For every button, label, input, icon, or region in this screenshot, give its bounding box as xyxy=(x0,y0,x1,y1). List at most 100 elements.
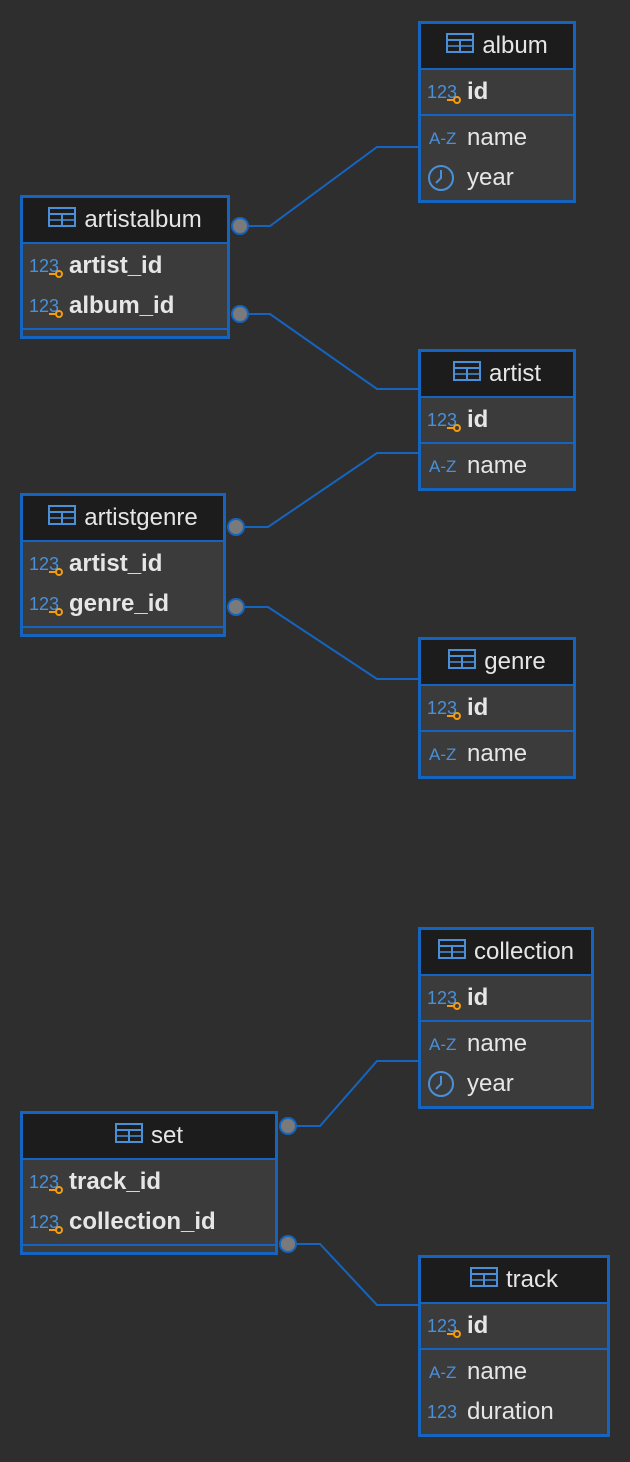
column-row[interactable]: year xyxy=(421,1064,591,1104)
svg-text:123: 123 xyxy=(427,698,457,718)
column-name: name xyxy=(467,124,528,151)
column-row[interactable]: A-Z name xyxy=(421,1352,607,1392)
numeric-key-icon: 123 xyxy=(427,78,465,106)
column-row[interactable]: 123 album_id xyxy=(23,286,227,326)
column-name: id xyxy=(467,406,489,433)
table-header[interactable]: album xyxy=(421,24,573,70)
table-artistalbum[interactable]: artistalbum 123 artist_id 123 album_id xyxy=(20,195,230,339)
column-name: id xyxy=(467,984,489,1011)
table-header[interactable]: set xyxy=(23,1114,275,1160)
svg-text:123: 123 xyxy=(29,1212,59,1232)
table-icon xyxy=(469,1266,498,1294)
numeric-key-icon: 123 xyxy=(427,694,465,722)
connector-artistalbum-album xyxy=(240,146,418,227)
table-header[interactable]: artistalbum xyxy=(23,198,227,244)
table-artist[interactable]: artist 123 id A-Z name xyxy=(418,349,576,491)
column-row[interactable]: 123 artist_id xyxy=(23,246,227,286)
table-header[interactable]: artist xyxy=(421,352,573,398)
column-row[interactable]: 123 id xyxy=(421,72,573,112)
table-title: artistgenre xyxy=(84,504,198,531)
column-name: name xyxy=(467,452,528,479)
table-set[interactable]: set 123 track_id 123 collection_id xyxy=(20,1111,278,1255)
column-name: name xyxy=(467,1358,528,1385)
numeric-key-icon: 123 xyxy=(29,292,67,320)
table-icon xyxy=(48,504,77,532)
column-row[interactable]: year xyxy=(421,158,573,198)
numeric-key-icon: 123 xyxy=(29,590,67,618)
column-row[interactable]: 123 track_id xyxy=(23,1162,275,1202)
connector-dot-artistalbum-1 xyxy=(231,217,249,235)
column-name: id xyxy=(467,78,489,105)
table-title: set xyxy=(150,1122,183,1149)
connector-set-collection xyxy=(288,1060,418,1127)
table-header[interactable]: artistgenre xyxy=(23,496,223,542)
column-name: year xyxy=(467,164,514,191)
column-name: artist_id xyxy=(69,550,163,577)
svg-text:123: 123 xyxy=(29,256,59,276)
connector-dot-set-1 xyxy=(279,1117,297,1135)
numeric-key-icon: 123 xyxy=(29,1168,67,1196)
table-title: artist xyxy=(488,360,541,387)
connector-dot-artistalbum-2 xyxy=(231,305,249,323)
text-icon: A-Z xyxy=(427,124,465,152)
column-name: artist_id xyxy=(69,252,163,279)
column-name: name xyxy=(467,1030,528,1057)
column-name: album_id xyxy=(69,292,175,319)
table-title: track xyxy=(505,1266,558,1293)
column-row[interactable]: 123 id xyxy=(421,688,573,728)
table-header[interactable]: track xyxy=(421,1258,607,1304)
column-row[interactable]: A-Z name xyxy=(421,734,573,774)
text-icon: A-Z xyxy=(427,452,465,480)
column-row[interactable]: 123 duration xyxy=(421,1392,607,1432)
connector-artistgenre-genre xyxy=(236,606,418,680)
column-row[interactable]: 123 genre_id xyxy=(23,584,223,624)
connector-artistalbum-artist xyxy=(240,313,418,390)
column-name: name xyxy=(467,740,528,767)
column-name: id xyxy=(467,1312,489,1339)
text-icon: A-Z xyxy=(427,1358,465,1386)
column-row[interactable]: 123 collection_id xyxy=(23,1202,275,1242)
column-row[interactable]: 123 id xyxy=(421,1306,607,1346)
table-icon xyxy=(48,206,77,234)
column-row[interactable]: A-Z name xyxy=(421,446,573,486)
table-artistgenre[interactable]: artistgenre 123 artist_id 123 genre_id xyxy=(20,493,226,637)
svg-text:A-Z: A-Z xyxy=(429,129,456,148)
table-header[interactable]: collection xyxy=(421,930,591,976)
table-title: album xyxy=(482,32,548,59)
svg-text:123: 123 xyxy=(29,594,59,614)
svg-text:123: 123 xyxy=(29,296,59,316)
table-album[interactable]: album 123 id A-Z name year xyxy=(418,21,576,203)
table-track[interactable]: track 123 id A-Z name 123 duration xyxy=(418,1255,610,1437)
connector-dot-set-2 xyxy=(279,1235,297,1253)
column-row[interactable]: A-Z name xyxy=(421,1024,591,1064)
svg-text:123: 123 xyxy=(427,410,457,430)
svg-text:123: 123 xyxy=(427,1316,457,1336)
table-icon xyxy=(446,32,475,60)
column-name: genre_id xyxy=(69,590,170,617)
column-row[interactable]: 123 artist_id xyxy=(23,544,223,584)
svg-text:A-Z: A-Z xyxy=(429,1363,456,1382)
text-icon: A-Z xyxy=(427,1030,465,1058)
table-icon xyxy=(448,648,477,676)
numeric-key-icon: 123 xyxy=(427,1312,465,1340)
column-row[interactable]: 123 id xyxy=(421,400,573,440)
svg-text:123: 123 xyxy=(29,1172,59,1192)
connector-dot-artistgenre-2 xyxy=(227,598,245,616)
svg-text:A-Z: A-Z xyxy=(429,1035,456,1054)
clock-icon xyxy=(427,1070,465,1098)
svg-text:123: 123 xyxy=(427,82,457,102)
svg-text:A-Z: A-Z xyxy=(429,457,456,476)
connector-artistgenre-artist xyxy=(236,452,418,528)
svg-text:123: 123 xyxy=(427,1402,457,1422)
column-row[interactable]: 123 id xyxy=(421,978,591,1018)
numeric-key-icon: 123 xyxy=(427,406,465,434)
svg-text:123: 123 xyxy=(29,554,59,574)
table-title: genre xyxy=(484,648,546,675)
column-row[interactable]: A-Z name xyxy=(421,118,573,158)
table-header[interactable]: genre xyxy=(421,640,573,686)
table-collection[interactable]: collection 123 id A-Z name year xyxy=(418,927,594,1109)
connector-set-track xyxy=(288,1243,418,1306)
column-name: track_id xyxy=(69,1168,162,1195)
column-name: collection_id xyxy=(69,1208,216,1235)
table-genre[interactable]: genre 123 id A-Z name xyxy=(418,637,576,779)
